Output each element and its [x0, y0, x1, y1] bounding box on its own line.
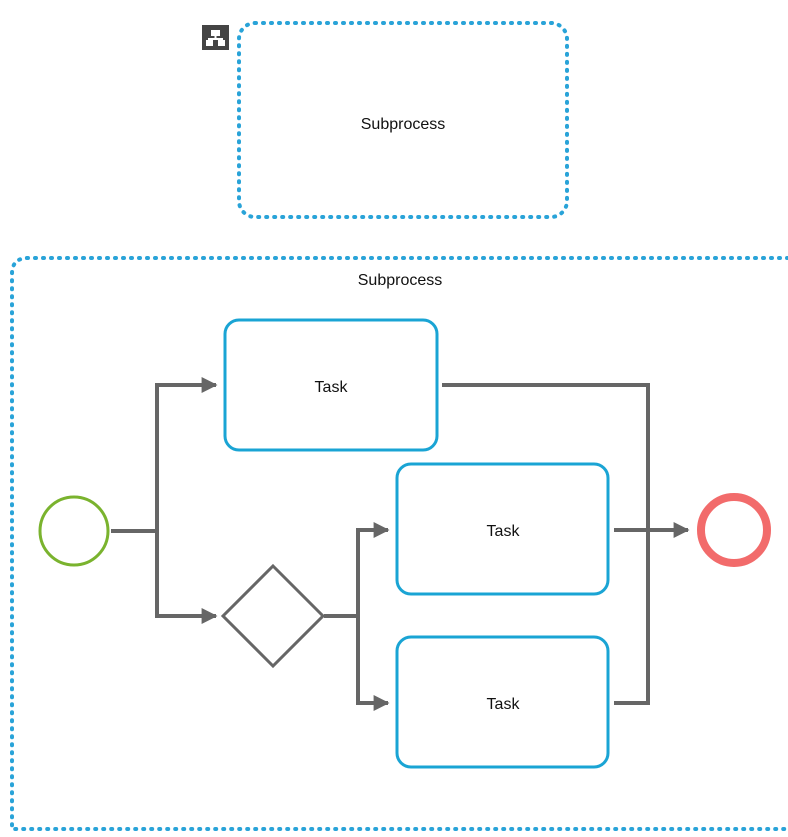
task-3[interactable]: Task — [395, 635, 610, 769]
task-1-label: Task — [315, 379, 349, 396]
collapsed-subprocess[interactable]: Subprocess — [237, 21, 569, 219]
flow-task-3-to-join[interactable] — [614, 530, 650, 705]
flow-to-task-2[interactable] — [356, 522, 390, 616]
flow-to-gateway[interactable] — [155, 531, 218, 624]
task-3-label: Task — [487, 696, 521, 713]
flow-to-task-1[interactable] — [155, 377, 218, 531]
sequence-flows — [111, 377, 690, 711]
expanded-subprocess-border — [10, 256, 788, 831]
gateway[interactable] — [220, 563, 326, 669]
flow-task-1-to-join[interactable] — [442, 383, 650, 530]
subprocess-collapse-icon[interactable] — [202, 25, 229, 50]
task-2-label: Task — [487, 523, 521, 540]
task-3-box — [395, 635, 610, 769]
start-event[interactable] — [38, 495, 110, 567]
task-2-box — [395, 462, 610, 596]
task-2[interactable]: Task — [395, 462, 610, 596]
task-1[interactable]: Task — [223, 318, 439, 452]
flow-to-task-3[interactable] — [356, 616, 390, 711]
task-1-box — [223, 318, 439, 452]
expanded-subprocess-label: Subprocess — [358, 272, 443, 289]
end-event[interactable] — [697, 493, 771, 567]
collapsed-subprocess-border — [237, 21, 569, 219]
expanded-subprocess[interactable]: Subprocess — [10, 256, 788, 831]
collapsed-subprocess-label: Subprocess — [361, 116, 446, 133]
